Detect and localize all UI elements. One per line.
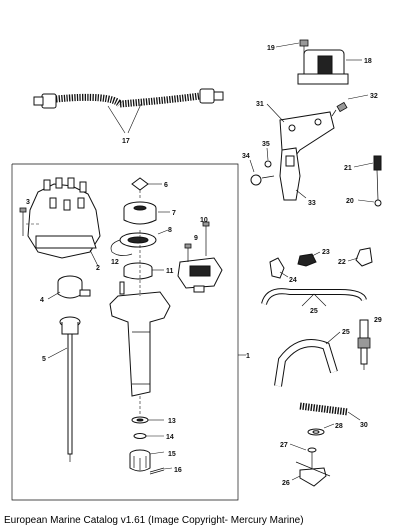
clamp-bracket	[249, 147, 307, 201]
washer	[133, 433, 164, 439]
locating-pin	[119, 281, 125, 295]
callout-31: 31	[256, 101, 264, 108]
lower-small-parts	[289, 423, 335, 487]
callout-22: 22	[338, 259, 346, 266]
ground-strap	[353, 155, 382, 207]
relay-assembly	[275, 39, 362, 85]
callout-32: 32	[370, 93, 378, 100]
callout-35: 35	[262, 141, 270, 148]
callout-30: 30	[360, 422, 368, 429]
callout-6: 6	[164, 182, 168, 189]
callout-25: 25	[310, 308, 318, 315]
callout-10: 10	[200, 217, 208, 224]
callout-11: 11	[166, 268, 174, 275]
distributor-assembly-frame	[11, 163, 246, 501]
callout-4: 4	[40, 297, 44, 304]
callout-labels: 1 2 3 4 5 6 7 8 9 10 11 12 13 14 15 16 1…	[26, 45, 382, 487]
copyright-caption: European Marine Catalog v1.61 (Image Cop…	[4, 515, 304, 526]
callout-13: 13	[168, 418, 176, 425]
wiring-harness	[33, 88, 224, 134]
callout-2: 2	[96, 265, 100, 272]
pole-piece	[123, 262, 164, 280]
callout-1: 1	[246, 353, 250, 360]
ignition-module	[177, 221, 223, 293]
housing-collar	[47, 275, 91, 300]
callout-16: 16	[174, 467, 182, 474]
callout-21: 21	[344, 165, 352, 172]
callout-8: 8	[168, 227, 172, 234]
cap-screw	[19, 207, 40, 236]
callout-33: 33	[308, 200, 316, 207]
wire-connectors	[269, 247, 373, 279]
callout-24: 24	[289, 277, 297, 284]
callout-12: 12	[111, 259, 119, 266]
spark-plug	[357, 319, 371, 370]
spark-plug-boots	[261, 288, 367, 387]
drive-gear	[129, 449, 165, 472]
pickup-coil	[110, 229, 169, 256]
rotor	[123, 201, 170, 225]
callout-20: 20	[346, 198, 354, 205]
callout-23: 23	[322, 249, 330, 256]
distributor-cap	[27, 177, 101, 267]
callout-3: 3	[26, 199, 30, 206]
callout-25b: 25	[342, 329, 350, 336]
rotor-clip	[131, 177, 162, 198]
seal	[131, 416, 164, 424]
roll-pin	[149, 467, 173, 475]
callout-29: 29	[374, 317, 382, 324]
callout-26: 26	[282, 480, 290, 487]
callout-17: 17	[122, 138, 130, 145]
distributor-housing	[109, 230, 171, 416]
callout-14: 14	[166, 434, 174, 441]
distributor-shaft	[47, 316, 81, 462]
callout-19: 19	[267, 45, 275, 52]
spring-sleeve	[299, 402, 361, 421]
callout-7: 7	[172, 210, 176, 217]
callout-9: 9	[194, 235, 198, 242]
callout-15: 15	[168, 451, 176, 458]
callout-34: 34	[242, 153, 250, 160]
callout-28: 28	[335, 423, 343, 430]
callout-5: 5	[42, 356, 46, 363]
callout-18: 18	[364, 58, 372, 65]
callout-27: 27	[280, 442, 288, 449]
